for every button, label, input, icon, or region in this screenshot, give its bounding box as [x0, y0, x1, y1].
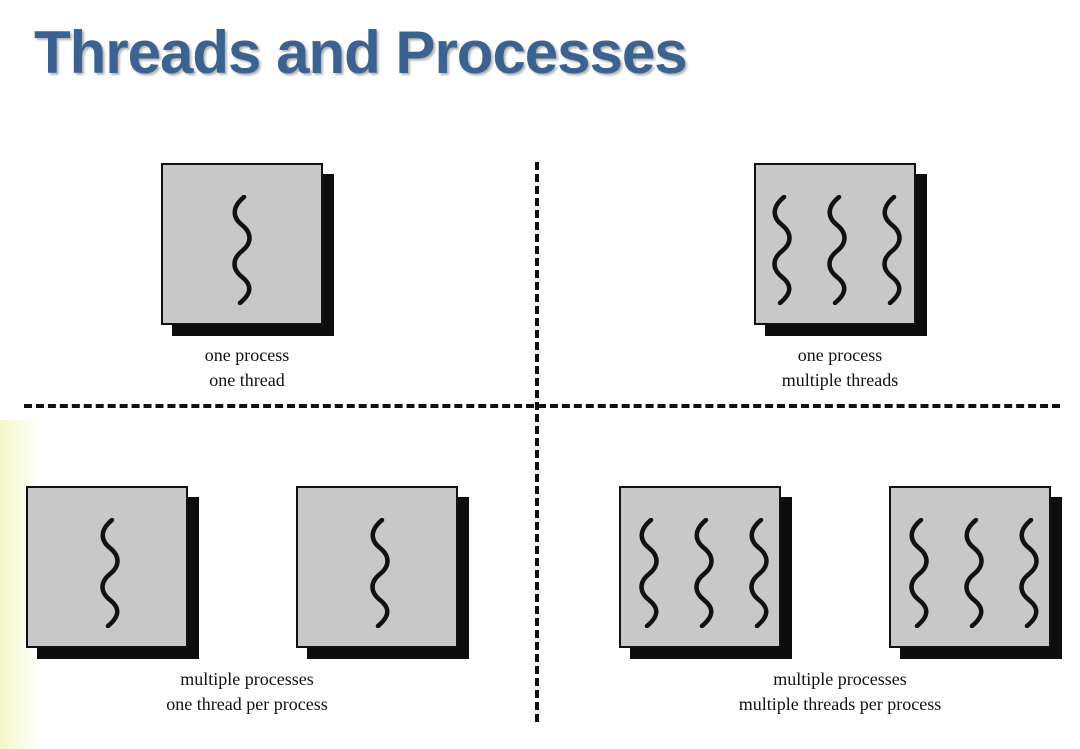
caption-line-2: one thread per process: [166, 694, 328, 714]
caption: multiple processes one thread per proces…: [117, 667, 377, 717]
wavy-thread-icon: [96, 518, 124, 628]
wavy-thread-icon: [960, 518, 988, 628]
caption: multiple processes multiple threads per …: [690, 667, 990, 717]
process-box: [754, 163, 916, 325]
caption-line-1: multiple processes: [180, 669, 314, 689]
wavy-thread-icon: [228, 195, 256, 305]
wavy-thread-icon: [768, 195, 796, 305]
wavy-thread-icon: [878, 195, 906, 305]
caption-line-2: multiple threads per process: [738, 694, 942, 714]
wavy-thread-icon: [823, 195, 851, 305]
caption-line-2: one thread: [209, 370, 285, 390]
horizontal-divider: [24, 404, 1060, 408]
process-box: [161, 163, 323, 325]
process-box: [296, 486, 458, 648]
process-box: [619, 486, 781, 648]
wavy-thread-icon: [745, 518, 773, 628]
slide-title: Threads and Processes: [34, 19, 688, 86]
wavy-thread-icon: [905, 518, 933, 628]
wavy-thread-icon: [690, 518, 718, 628]
caption: one process multiple threads: [730, 343, 950, 393]
caption-line-1: one process: [204, 345, 290, 365]
caption: one process one thread: [147, 343, 347, 393]
caption-line-2: multiple threads: [781, 370, 899, 390]
caption-line-1: multiple processes: [773, 669, 907, 689]
wavy-thread-icon: [635, 518, 663, 628]
vertical-divider: [535, 162, 539, 722]
process-box: [26, 486, 188, 648]
wavy-thread-icon: [1015, 518, 1043, 628]
process-box: [889, 486, 1051, 648]
wavy-thread-icon: [366, 518, 394, 628]
caption-line-1: one process: [797, 345, 883, 365]
